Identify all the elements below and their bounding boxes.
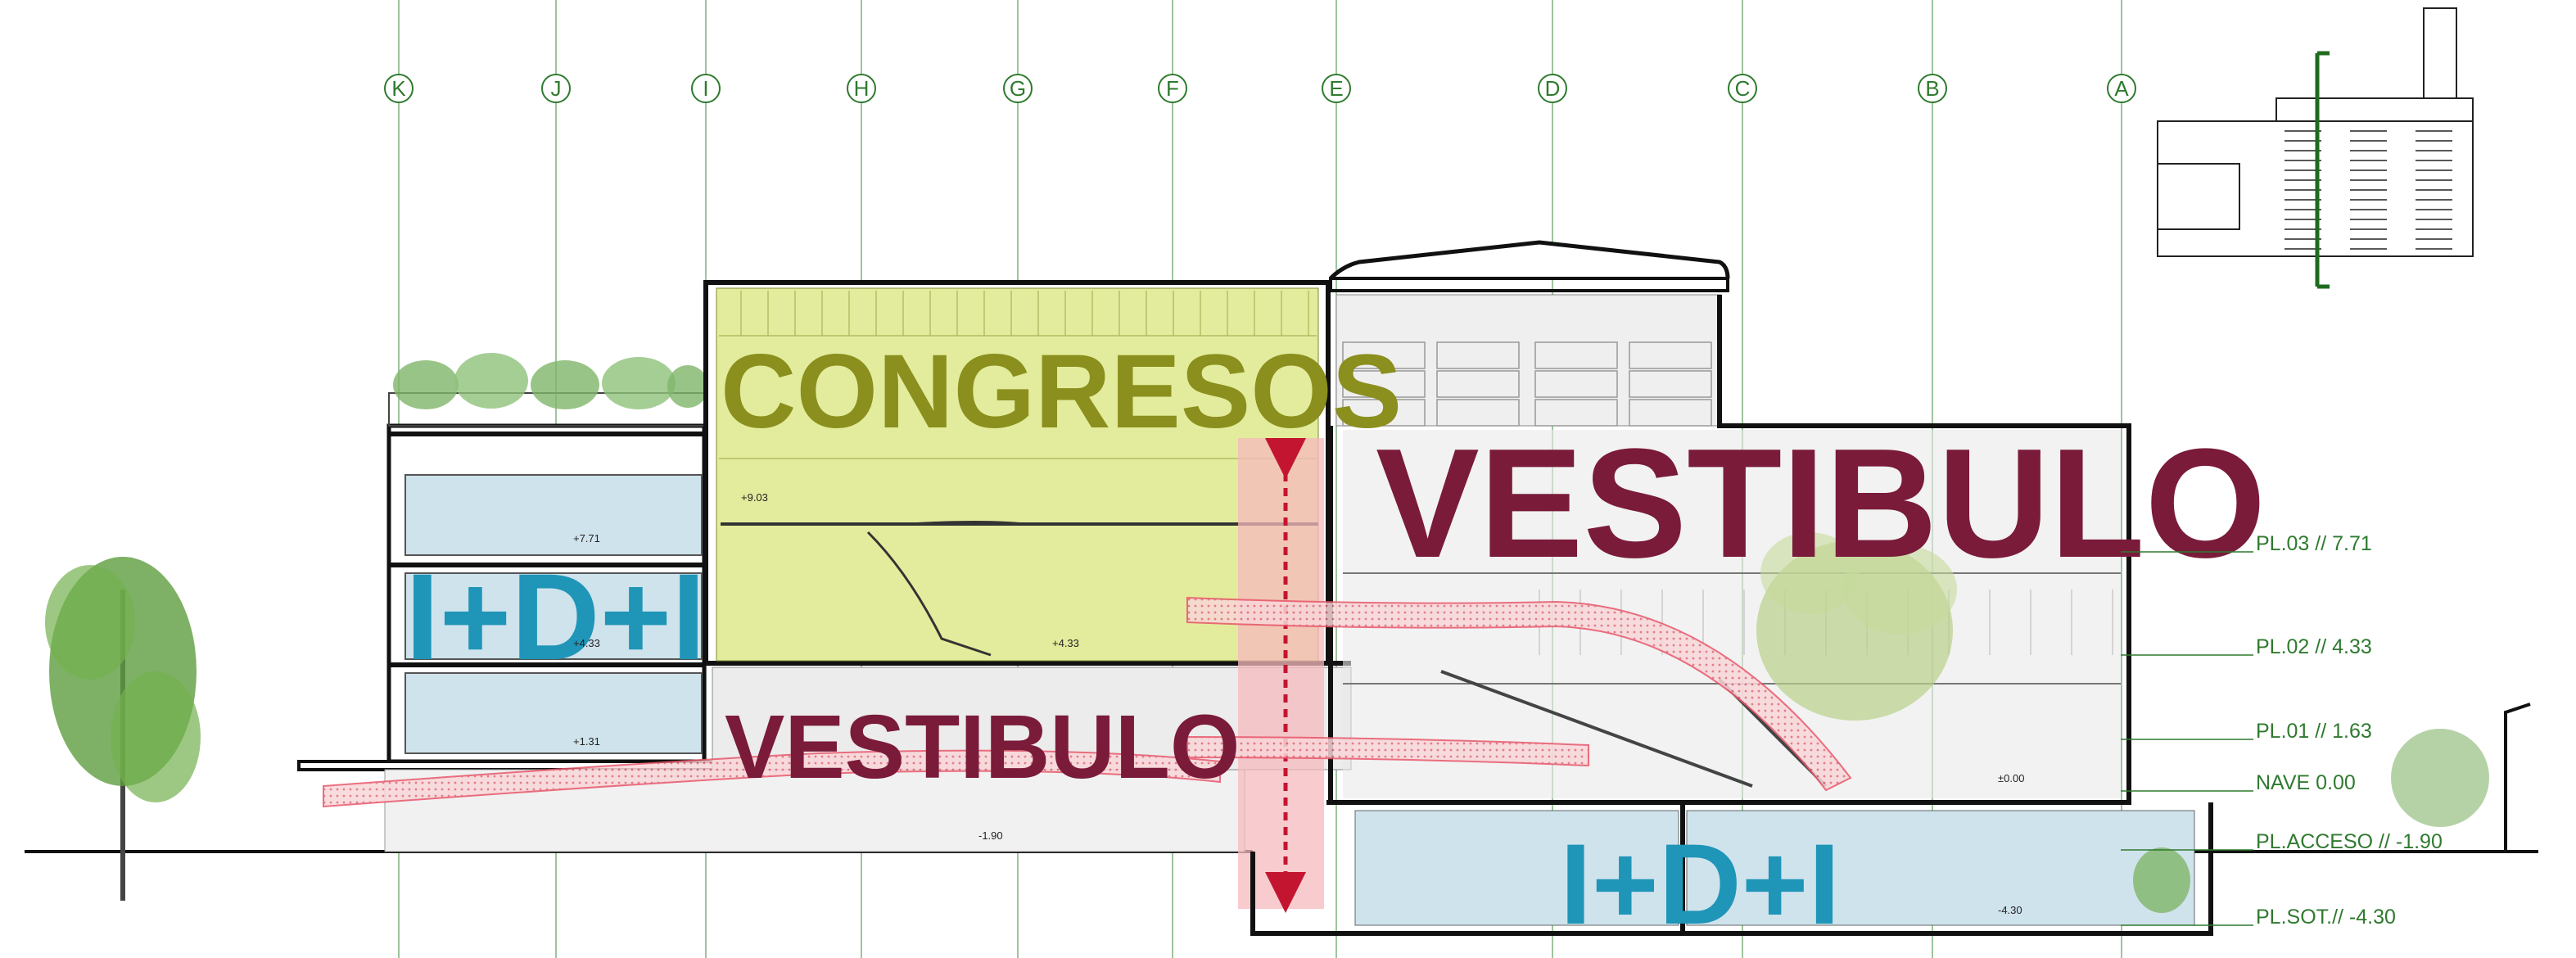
grid-axis-bubble	[384, 74, 414, 103]
level-label: PL.01 // 1.63	[2256, 720, 2372, 743]
grid-axis-bubble	[2107, 74, 2136, 103]
grid-axis-label: C	[1735, 76, 1751, 101]
level-label: PL.03 // 7.71	[2256, 532, 2372, 555]
grid-axis-bubble	[541, 74, 571, 103]
right-retaining-wall	[2504, 703, 2531, 852]
grid-axis-label: G	[1010, 76, 1026, 101]
elev-mark: +9.03	[741, 491, 768, 504]
label-congresos: CONGRESOS	[721, 333, 1402, 450]
elev-mark: -4.30	[1998, 904, 2022, 916]
grid-axis-label: J	[551, 76, 562, 101]
elev-mark: +4.33	[1052, 637, 1079, 649]
planter-shrub	[2133, 847, 2190, 913]
vertical-core	[1238, 438, 1324, 909]
grid-axis-bubble	[1003, 74, 1033, 103]
grid-axis-label: F	[1166, 76, 1179, 101]
green-roof	[393, 353, 708, 409]
idi-basement-block	[1250, 800, 2213, 936]
elev-mark: +1.31	[573, 735, 600, 748]
grid-axis-bubble	[847, 74, 876, 103]
level-label: PL.ACCESO // -1.90	[2256, 830, 2443, 853]
grid-axis-label: I	[703, 76, 708, 101]
level-label: PL.SOT.// -4.30	[2256, 906, 2396, 929]
label-idi-left: I+D+I	[405, 548, 706, 685]
grid-axis-label: B	[1925, 76, 1939, 101]
elev-mark: +4.33	[573, 637, 600, 649]
grid-axis-label: E	[1329, 76, 1343, 101]
elev-mark: +7.71	[573, 532, 600, 545]
grid-axis-label: A	[2114, 76, 2129, 101]
elev-mark: -1.90	[978, 829, 1003, 842]
key-plan	[2157, 7, 2474, 289]
grid-axis-bubble	[1158, 74, 1187, 103]
grid-axis-label: D	[1545, 76, 1561, 101]
elev-mark: ±0.00	[1998, 772, 2024, 784]
grid-axis-bubble	[1538, 74, 1567, 103]
level-label: PL.02 // 4.33	[2256, 635, 2372, 658]
grid-axis-bubble	[1322, 74, 1351, 103]
circulation-ribbons	[323, 596, 1852, 808]
label-idi-basement: I+D+I	[1560, 820, 1840, 948]
label-vestibulo-lower: VESTIBULO	[725, 697, 1241, 798]
street-shrub-right	[2391, 729, 2489, 827]
grid-axis-bubble	[1728, 74, 1757, 103]
street-tree-left	[45, 557, 201, 901]
grid-axis-label: H	[854, 76, 870, 101]
idi-left-block	[386, 392, 707, 764]
level-label: NAVE 0.00	[2256, 771, 2356, 794]
elevation-marks: +9.03 +7.71 +4.33 +4.33 +1.31 ±0.00 -1.9…	[573, 491, 2024, 916]
grid-axis-bubble	[691, 74, 721, 103]
grid-axis-label: K	[391, 76, 406, 101]
grid-axis-bubble	[1918, 74, 1947, 103]
label-vestibulo-main: VESTIBULO	[1376, 417, 2266, 590]
